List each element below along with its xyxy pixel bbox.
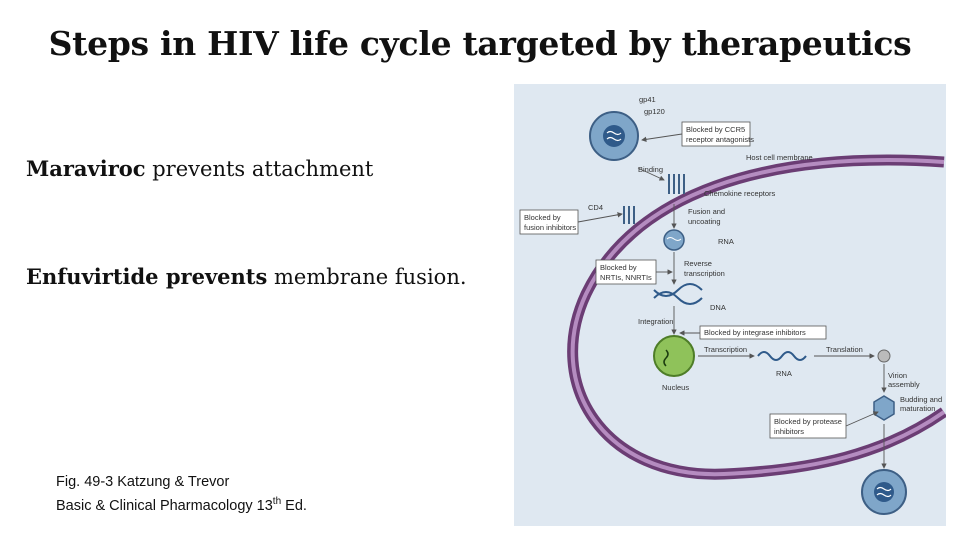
drug-name-enfuvirtide: Enfuvirtide prevents bbox=[26, 264, 268, 289]
budding-virion-icon bbox=[873, 395, 895, 421]
bullet-text: membrane fusion. bbox=[267, 265, 467, 289]
chemokine-receptor-icon bbox=[623, 174, 685, 224]
virion-icon bbox=[589, 111, 639, 161]
label-virion-2: assembly bbox=[888, 380, 920, 389]
citation-text-end: Ed. bbox=[281, 497, 307, 514]
citation-superscript: th bbox=[272, 496, 282, 507]
label-nrti-2: NRTIs, NNRTIs bbox=[600, 273, 652, 282]
virion-assembly-icon bbox=[877, 349, 891, 363]
label-nrti-1: Blocked by bbox=[600, 263, 637, 272]
fusion-block-box bbox=[519, 209, 579, 235]
slide-title: Steps in HIV life cycle targeted by ther… bbox=[48, 24, 912, 63]
label-chemokine: Chemokine receptors bbox=[704, 189, 776, 198]
label-budding-2: maturation bbox=[900, 404, 935, 413]
label-virion-1: Virion bbox=[888, 371, 907, 380]
label-protease-1: Blocked by protease bbox=[774, 417, 842, 426]
label-ccr5-1: Blocked by CCR5 bbox=[686, 125, 745, 134]
capsid-icon bbox=[663, 229, 685, 251]
label-protease-2: inhibitors bbox=[774, 427, 804, 436]
pathway-arrows bbox=[577, 133, 887, 469]
label-host-membrane: Host cell membrane bbox=[746, 153, 813, 162]
label-ccr5-2: receptor antagonists bbox=[686, 135, 754, 144]
label-integration: Integration bbox=[638, 317, 673, 326]
label-gp120: gp120 bbox=[644, 107, 665, 116]
nrti-block-box bbox=[595, 259, 657, 285]
protease-block-box bbox=[769, 413, 847, 439]
label-binding: Binding bbox=[638, 165, 663, 174]
label-cd4: CD4 bbox=[588, 203, 603, 212]
label-fusion-2: fusion inhibitors bbox=[524, 223, 576, 232]
bullet-text: prevents attachment bbox=[145, 157, 374, 181]
label-transcription: Transcription bbox=[704, 345, 747, 354]
citation-text: Basic & Clinical Pharmacology 13 bbox=[56, 497, 273, 514]
label-fusion-uncoating-2: uncoating bbox=[688, 217, 721, 226]
label-budding-1: Budding and bbox=[900, 395, 942, 404]
label-rt-2: transcription bbox=[684, 269, 725, 278]
integrase-block-box bbox=[699, 325, 827, 340]
label-translation: Translation bbox=[826, 345, 863, 354]
hiv-life-cycle-figure: gp41 gp120 Blocked by CCR5 receptor anta… bbox=[514, 84, 946, 526]
label-rna-2: RNA bbox=[776, 369, 792, 378]
dna-helix-icon bbox=[653, 283, 703, 305]
label-dna: DNA bbox=[710, 303, 726, 312]
label-fusion-1: Blocked by bbox=[524, 213, 561, 222]
rna-wave-icon bbox=[757, 351, 807, 361]
label-rt-1: Reverse bbox=[684, 259, 712, 268]
label-integrase: Blocked by integrase inhibitors bbox=[704, 328, 806, 337]
drug-name-maraviroc: Maraviroc bbox=[26, 156, 146, 181]
citation-line-2: Basic & Clinical Pharmacology 13th Ed. bbox=[56, 492, 307, 516]
nucleus-icon bbox=[653, 335, 695, 377]
label-nucleus: Nucleus bbox=[662, 383, 689, 392]
label-rna: RNA bbox=[718, 237, 734, 246]
bullet-enfuvirtide: Enfuvirtide prevents membrane fusion. bbox=[26, 264, 467, 289]
bullet-maraviroc: Maraviroc prevents attachment bbox=[26, 156, 373, 181]
figure-citation: Fig. 49-3 Katzung & Trevor Basic & Clini… bbox=[56, 472, 307, 516]
label-fusion-uncoating-1: Fusion and bbox=[688, 207, 725, 216]
label-gp41: gp41 bbox=[639, 95, 656, 104]
mature-virion-icon bbox=[861, 469, 907, 515]
citation-line-1: Fig. 49-3 Katzung & Trevor bbox=[56, 474, 230, 490]
